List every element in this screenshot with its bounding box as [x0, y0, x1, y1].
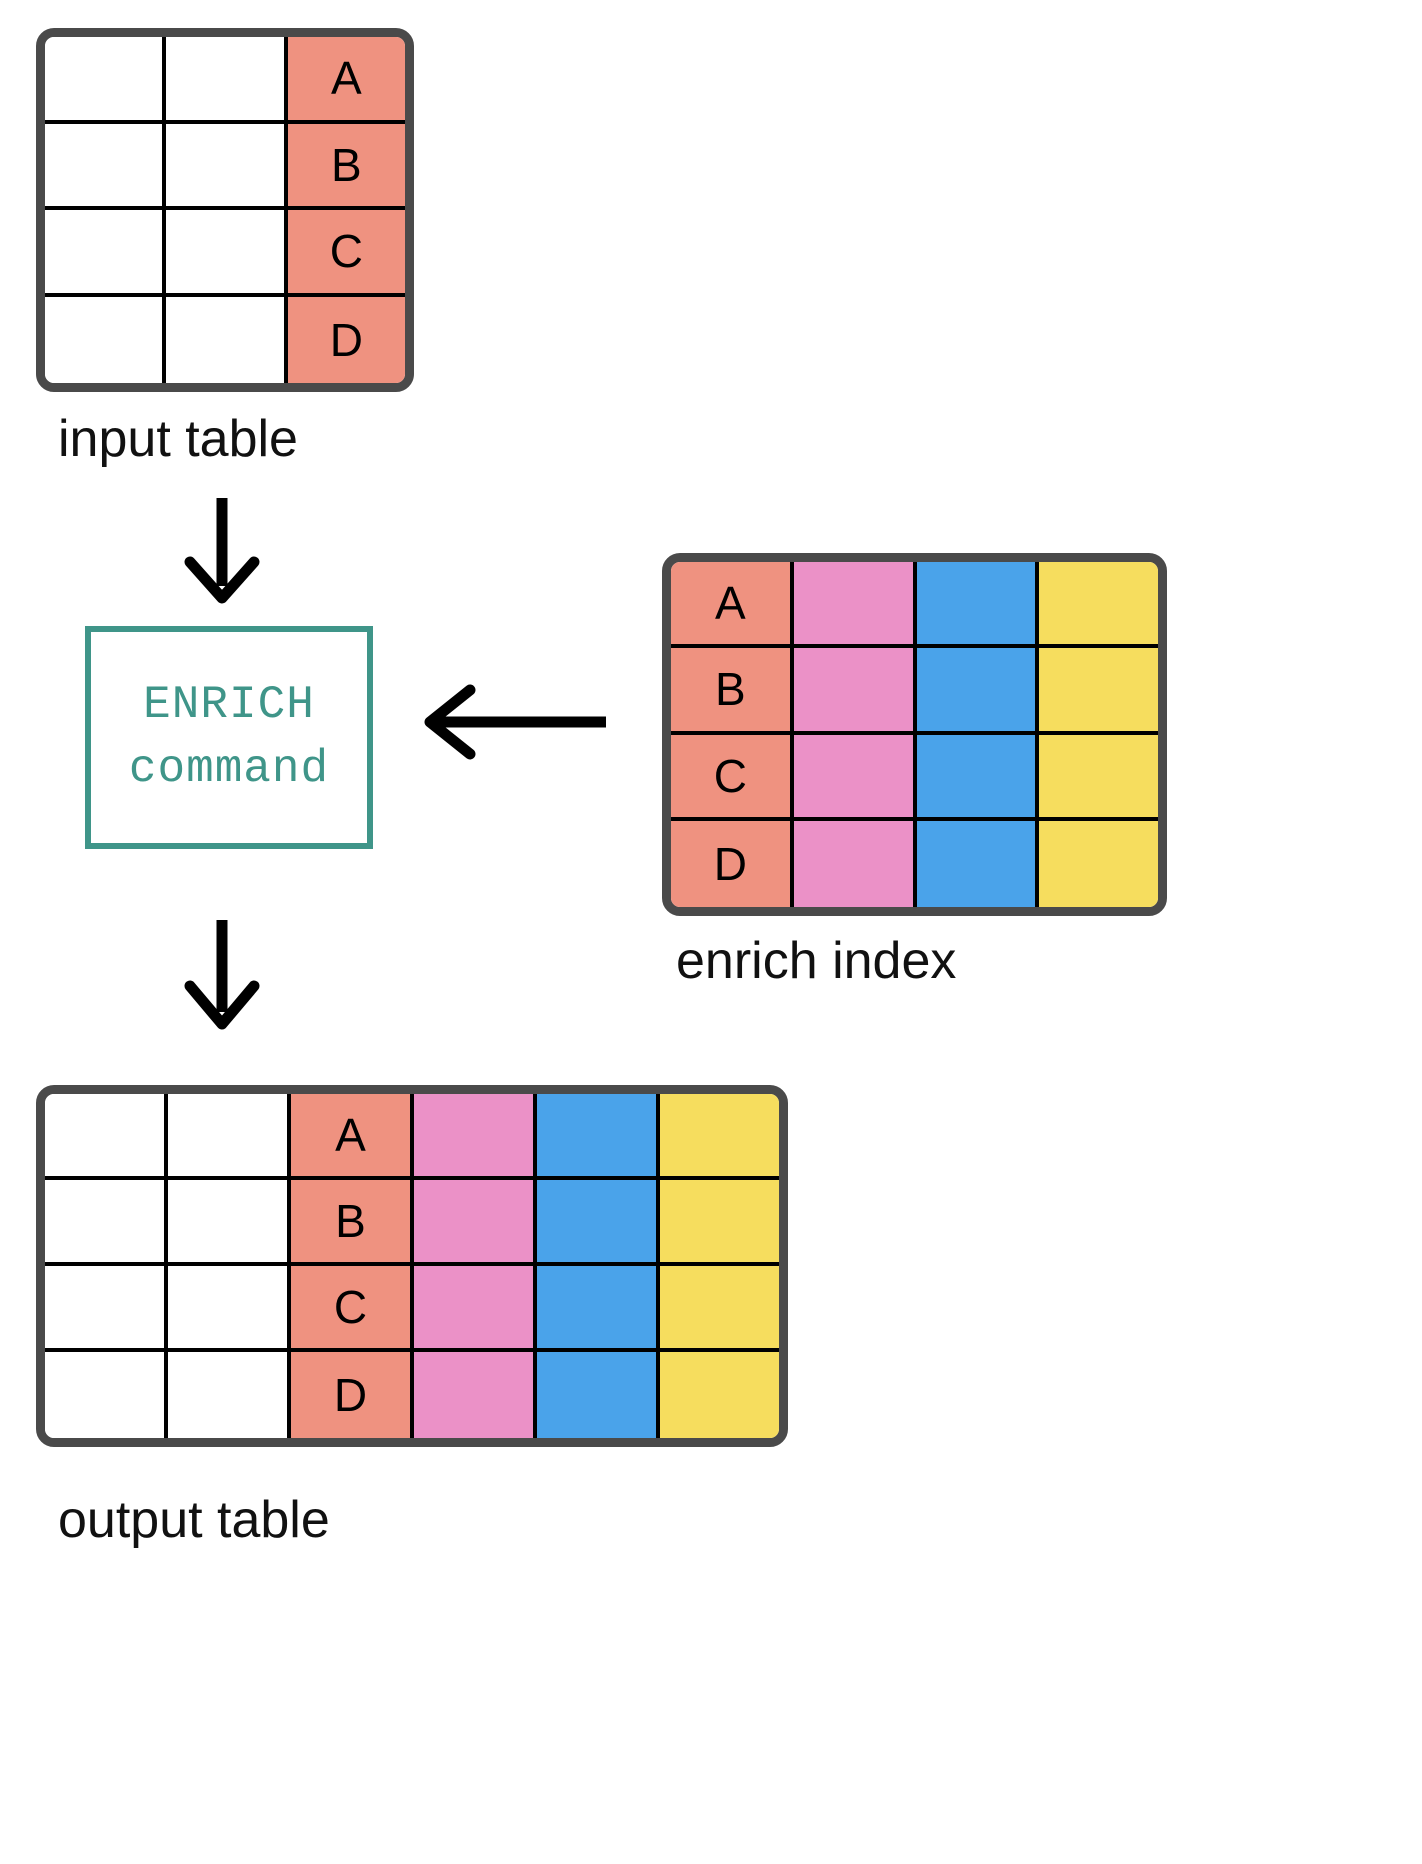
output-cell-r2c3-key: B [291, 1180, 414, 1266]
output-cell-r3c4 [414, 1266, 537, 1352]
output-cell-r4c3-key: D [291, 1352, 414, 1438]
table-row: A [45, 1094, 779, 1180]
output-cell-r1c5 [537, 1094, 660, 1180]
arrow-input-to-command [184, 498, 260, 604]
table-row: D [45, 1352, 779, 1438]
input-cell-r1c2 [166, 37, 288, 124]
index-cell-r3c1-key: C [671, 734, 794, 821]
index-cell-r2c4 [1039, 648, 1158, 735]
output-cell-r4c2 [168, 1352, 291, 1438]
input-cell-r4c1 [45, 296, 167, 383]
output-table-caption: output table [58, 1491, 330, 1549]
index-cell-r1c4 [1039, 562, 1158, 649]
output-cell-r3c2 [168, 1266, 291, 1352]
output-cell-r4c4 [414, 1352, 537, 1438]
output-cell-r2c1 [45, 1180, 168, 1266]
index-cell-r2c2 [793, 648, 917, 735]
input-cell-r2c1 [45, 123, 167, 210]
output-cell-r4c1 [45, 1352, 168, 1438]
input-cell-r2c3-key: B [287, 123, 405, 210]
arrow-command-to-output [184, 920, 260, 1030]
index-cell-r4c4 [1039, 820, 1158, 907]
output-cell-r2c6 [660, 1180, 779, 1266]
arrow-index-to-command [424, 684, 606, 760]
enrich-index-table: A B C D [662, 553, 1167, 916]
input-cell-r3c2 [166, 210, 288, 297]
index-cell-r3c4 [1039, 734, 1158, 821]
input-table: A B C D [36, 28, 414, 392]
input-cell-r4c2 [166, 296, 288, 383]
output-cell-r1c4 [414, 1094, 537, 1180]
table-row: A [45, 37, 405, 124]
index-cell-r1c1-key: A [671, 562, 794, 649]
input-cell-r3c1 [45, 210, 167, 297]
input-cell-r2c2 [166, 123, 288, 210]
output-cell-r3c1 [45, 1266, 168, 1352]
enrich-command-line-1: ENRICH [143, 679, 315, 732]
output-cell-r4c5 [537, 1352, 660, 1438]
index-cell-r1c3 [916, 562, 1040, 649]
output-cell-r2c4 [414, 1180, 537, 1266]
input-cell-r4c3-key: D [287, 296, 405, 383]
table-row: C [671, 734, 1158, 821]
index-cell-r3c3 [916, 734, 1040, 821]
table-row: C [45, 210, 405, 297]
table-row: C [45, 1266, 779, 1352]
output-cell-r4c6 [660, 1352, 779, 1438]
index-cell-r4c1-key: D [671, 820, 794, 907]
enrich-command-box[interactable]: ENRICH command [85, 626, 373, 849]
output-cell-r1c2 [168, 1094, 291, 1180]
input-cell-r3c3-key: C [287, 210, 405, 297]
output-cell-r1c3-key: A [291, 1094, 414, 1180]
index-cell-r4c2 [793, 820, 917, 907]
input-cell-r1c1 [45, 37, 167, 124]
output-cell-r1c6 [660, 1094, 779, 1180]
output-cell-r3c6 [660, 1266, 779, 1352]
output-cell-r2c2 [168, 1180, 291, 1266]
output-table: A B C D [36, 1085, 788, 1447]
table-row: B [671, 648, 1158, 735]
index-cell-r4c3 [916, 820, 1040, 907]
table-row: B [45, 123, 405, 210]
table-row: D [45, 296, 405, 383]
table-row: A [671, 562, 1158, 649]
output-cell-r1c1 [45, 1094, 168, 1180]
output-cell-r2c5 [537, 1180, 660, 1266]
index-cell-r3c2 [793, 734, 917, 821]
input-cell-r1c3-key: A [287, 37, 405, 124]
table-row: B [45, 1180, 779, 1266]
input-table-caption: input table [58, 410, 298, 468]
output-cell-r3c5 [537, 1266, 660, 1352]
enrich-index-caption: enrich index [676, 932, 957, 990]
index-cell-r2c1-key: B [671, 648, 794, 735]
table-row: D [671, 820, 1158, 907]
output-cell-r3c3-key: C [291, 1266, 414, 1352]
index-cell-r2c3 [916, 648, 1040, 735]
enrich-command-line-2: command [128, 742, 330, 795]
index-cell-r1c2 [793, 562, 917, 649]
